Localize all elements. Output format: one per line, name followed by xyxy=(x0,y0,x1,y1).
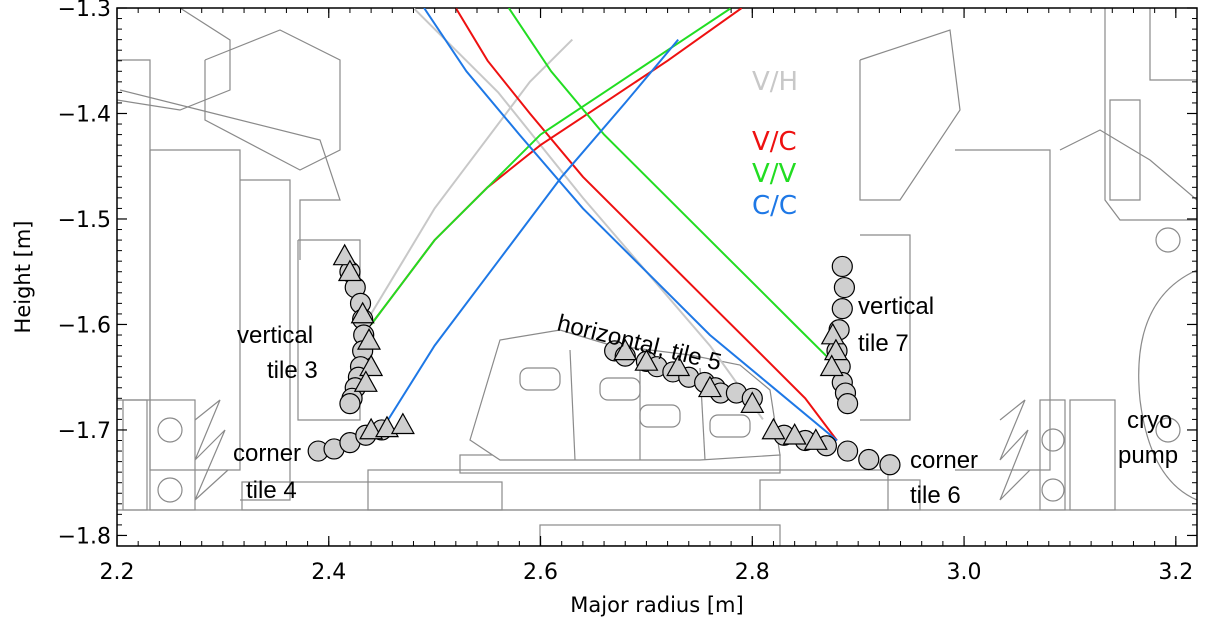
y-axis-title: Height [m] xyxy=(11,221,35,334)
marker-triangle xyxy=(359,417,384,440)
legend: V/H V/C V/V C/C xyxy=(752,67,798,221)
series-line-v-v xyxy=(507,8,828,357)
marker-triangle xyxy=(350,301,375,324)
annotation-cryo-line1: cryo xyxy=(1127,407,1172,434)
x-axis-title: Major radius [m] xyxy=(570,593,743,617)
marker-triangle xyxy=(634,349,659,371)
marker-triangle xyxy=(390,412,415,435)
legend-entry-vc: V/C xyxy=(752,127,797,157)
marker-circle xyxy=(879,454,901,476)
y-tick-label: −1.7 xyxy=(58,419,111,444)
y-tick-label: −1.4 xyxy=(58,102,111,127)
y-tick-label: −1.5 xyxy=(58,208,111,233)
marker-triangle xyxy=(337,259,362,282)
marker-triangle xyxy=(803,428,828,450)
marker-triangle xyxy=(332,243,357,266)
y-tick-label: −1.3 xyxy=(58,0,111,22)
marker-triangle xyxy=(823,338,848,361)
series-layer xyxy=(370,8,838,442)
annotation-tile3-line2: tile 3 xyxy=(267,357,318,384)
marker-triangle xyxy=(359,354,384,377)
marker-circle xyxy=(858,448,880,471)
marker-triangle xyxy=(761,417,786,440)
marker-triangle xyxy=(613,338,638,361)
tick-layer: 2.2 2.4 2.6 2.8 3.0 3.2 −1.3 −1.4 −1.5 −1.6 −1.7 −1… xyxy=(58,0,1198,585)
marker-triangle xyxy=(666,354,691,377)
series-line-v-v xyxy=(370,8,732,326)
x-tick-label: 3.2 xyxy=(1158,560,1193,585)
marker-triangle xyxy=(356,328,382,350)
legend-entry-vh: V/H xyxy=(752,67,798,97)
marker-circle xyxy=(836,440,859,462)
marker-circle xyxy=(836,392,859,415)
series-line-v-h xyxy=(370,38,574,315)
machine-geometry xyxy=(117,8,1197,546)
annotation-tile7-line2: tile 7 xyxy=(858,330,909,357)
marker-circle xyxy=(833,276,856,299)
series-line-c-c xyxy=(380,38,679,431)
marker-circle xyxy=(831,298,853,320)
x-tick-label: 2.6 xyxy=(523,560,558,585)
marker-triangle xyxy=(819,354,844,377)
annotation-tile3-line1: vertical xyxy=(237,322,313,349)
annotation-tile4-line1: corner xyxy=(233,440,301,467)
annotation-tile7-line1: vertical xyxy=(858,293,934,320)
annotation-tile6-line2: tile 6 xyxy=(910,482,961,509)
marker-circle xyxy=(339,392,361,415)
y-tick-label: −1.8 xyxy=(58,524,111,549)
series-line-c-c xyxy=(423,8,838,442)
marker-triangle xyxy=(697,375,722,398)
marker-circle xyxy=(831,255,853,278)
legend-entry-cc: C/C xyxy=(752,191,797,221)
annotation-cryo-line2: pump xyxy=(1118,442,1178,469)
marker-layer xyxy=(307,243,901,476)
series-line-v-c xyxy=(454,8,838,442)
x-tick-label: 3.0 xyxy=(947,560,982,585)
series-line-v-h xyxy=(412,8,764,420)
x-tick-label: 2.4 xyxy=(311,560,346,585)
y-tick-label: −1.6 xyxy=(58,313,111,338)
x-tick-label: 2.2 xyxy=(100,560,135,585)
marker-triangle xyxy=(820,322,845,345)
marker-triangle xyxy=(353,370,378,392)
marker-triangle xyxy=(782,422,807,445)
marker-triangle xyxy=(740,391,765,413)
annotation-tile6-line1: corner xyxy=(910,447,978,474)
annotation-tile4-line2: tile 4 xyxy=(246,477,297,504)
plot-frame xyxy=(116,7,1198,547)
x-tick-label: 2.8 xyxy=(735,560,770,585)
legend-entry-vv: V/V xyxy=(752,159,797,189)
